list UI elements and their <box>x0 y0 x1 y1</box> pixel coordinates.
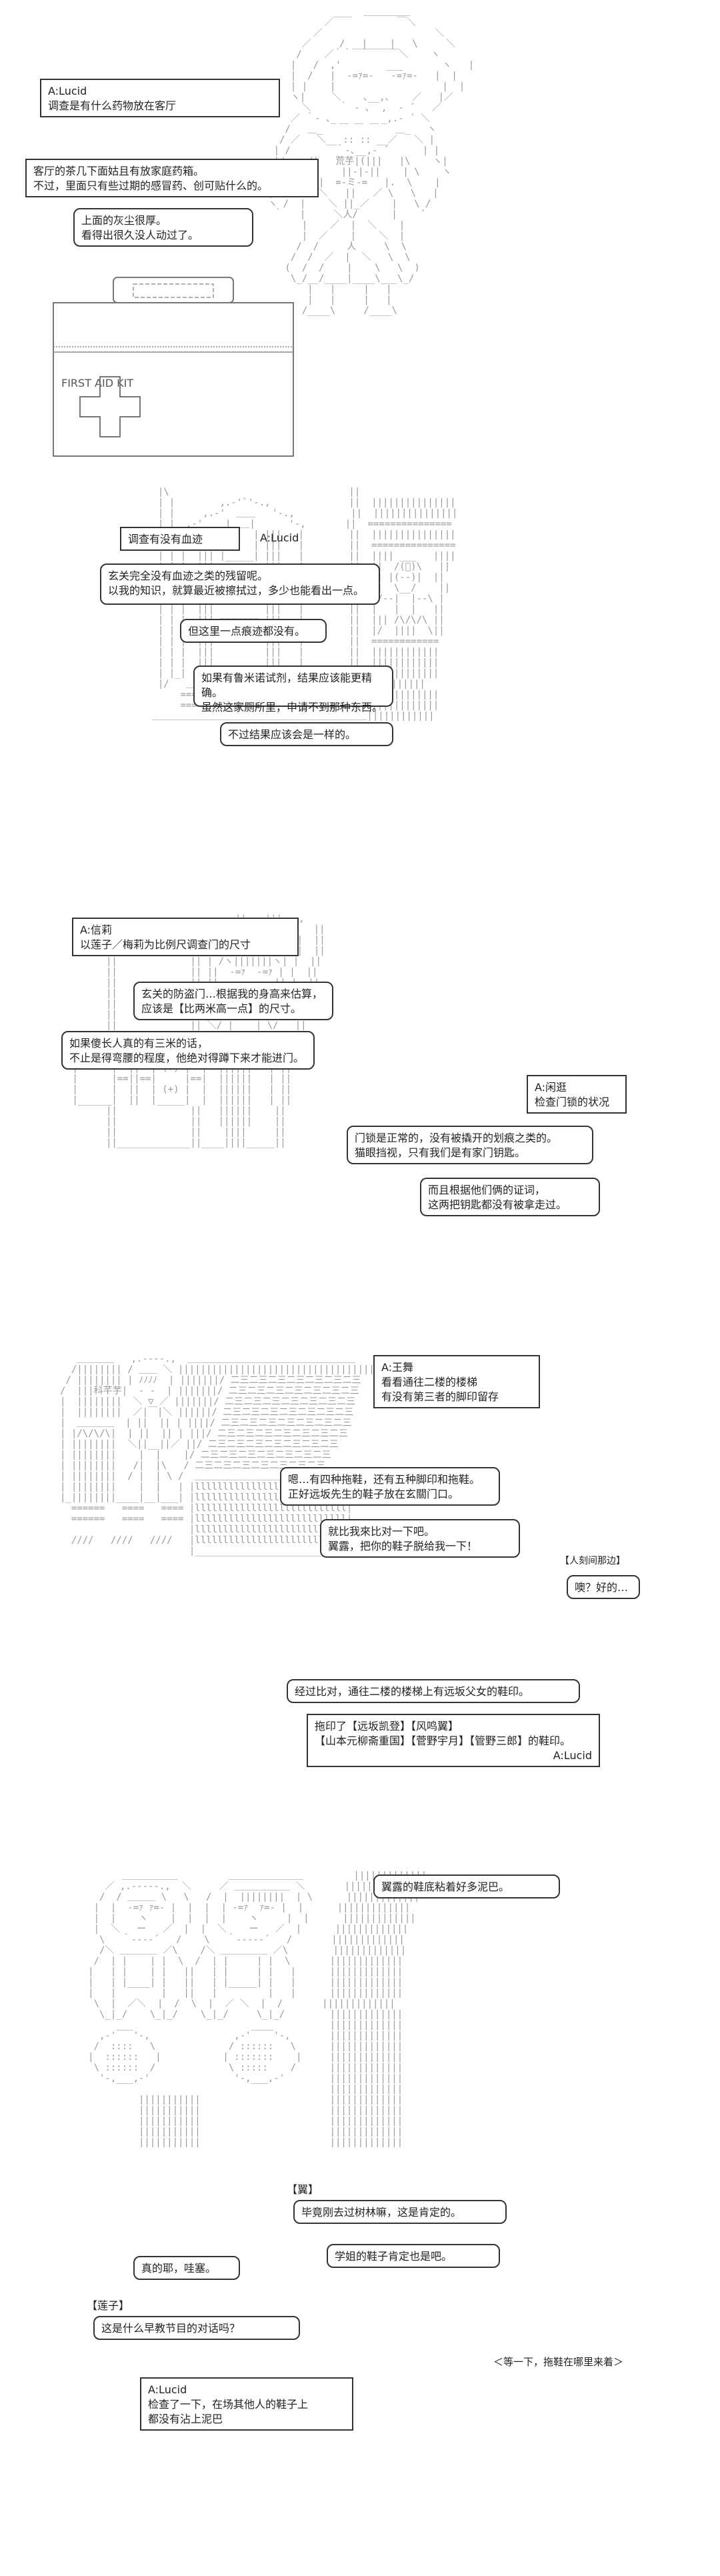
action-tag: A:闲逛 <box>535 1081 567 1094</box>
narration-box: A:闲逛 检查门锁的状况 <box>527 1075 627 1114</box>
speech-bubble: 门锁是正常的，没有被撬开的划痕之类的。 猫眼挡视，只有我们是有家门钥匙。 <box>347 1126 593 1164</box>
speech-bubble: 上面的灰尘很厚。 看得出很久没人动过了。 <box>73 208 253 247</box>
speech-bubble: 而且根据他们俩的证词， 这两把钥匙都没有被拿走过。 <box>420 1178 600 1216</box>
speech-line: 不过，里面只有些过期的感冒药、创可贴什么的。 <box>33 179 269 192</box>
speech-text: 学姐的鞋子肯定也是吧。 <box>335 2250 453 2263</box>
speech-line: 正好远坂先生的鞋子放在玄關门口。 <box>288 1488 459 1500</box>
speech-line: 玄关的防盗门…根据我的身高来估算， <box>141 988 323 1000</box>
speech-line: 看得出很久没人动过了。 <box>81 229 199 241</box>
speech-text: 但这里一点痕迹都没有。 <box>188 625 306 637</box>
speech-bubble: 如果有鲁米诺试剂，结果应该能更精确。 虽然这家厕所里，申请不到那种东西。 <box>193 666 393 714</box>
speech-bubble: 玄关的防盗门…根据我的身高来估算， 应该是【比两米高一点】的尺寸。 <box>133 982 333 1020</box>
speech-text: 这是什么早教节目的对话吗？ <box>101 2322 241 2335</box>
speech-bubble: 真的耶，哇塞。 <box>133 2256 240 2280</box>
narration-text: 调查有没有血迹 <box>128 533 203 545</box>
narration-text: 调查是有什么药物放在客厅 <box>48 99 177 112</box>
action-tag: A:信莉 <box>80 924 113 936</box>
narration-box: 调查有没有血迹 <box>120 527 240 551</box>
narration-line: 都没有沾上泥巴 <box>148 2413 223 2425</box>
panel-1: ＿＿＿＿＿ ／￣￣ ￣＼ ／ ＼ ／ / | | \ ＼ / ／｀｀￣￣￣￣￣＼… <box>0 0 720 507</box>
narration-line: 有没有第三者的脚印留存 <box>381 1390 499 1403</box>
narration-box: A:Lucid 检查了一下，在场其他人的鞋子上 都没有沾上泥巴 <box>140 2377 353 2431</box>
panel-5: ＿＿＿＿＿＿ ＿＿＿＿＿＿＿＿ ||||||||||||| ／ ,.-‐‐‐-.… <box>0 1850 720 2571</box>
speech-bubble: 学姐的鞋子肯定也是吧。 <box>327 2244 500 2268</box>
action-tag: A:Lucid <box>148 2383 187 2396</box>
speech-line: 猫眼挡视，只有我们是有家门钥匙。 <box>355 1146 526 1159</box>
speech-bubble: 就比我來比对一下吧。 翼露，把你的鞋子脱给我一下！ <box>320 1519 520 1558</box>
speech-line: 如果傻长人真的有三米的话， <box>69 1037 209 1050</box>
narration-text: 以莲子／梅莉为比例尺调查门的尺寸 <box>80 938 251 951</box>
speech-line: 以我的知识，就算最近被擦拭过，多少也能看出一点。 <box>108 584 365 597</box>
speech-bubble: 毕竟刚去过树林嘛，这是肯定的。 <box>293 2200 507 2224</box>
narration-line: 检查了一下，在场其他人的鞋子上 <box>148 2398 309 2411</box>
aa-art-characters-and-shoes: ＿＿＿＿＿＿ ＿＿＿＿＿＿＿＿ ||||||||||||| ／ ,.-‐‐‐-.… <box>88 1870 427 2148</box>
speaker-tag: 【莲子】 <box>87 2299 130 2312</box>
panel-3: ,.-‐''￣￣'''‐-., || || / ＿＿＿＿＿ ＼ || || ||… <box>0 900 720 1274</box>
speech-line: 上面的灰尘很厚。 <box>81 214 167 227</box>
speaker-tag: 【人刻间那边】 <box>560 1556 625 1566</box>
speech-box: 客厅的茶几下面姑且有放家庭药箱。 不过，里面只有些过期的感冒药、创可贴什么的。 <box>25 159 319 197</box>
speech-text: 真的耶，哇塞。 <box>141 2262 217 2275</box>
speech-line: 不止是得弯腰的程度，他绝对得蹲下来才能进门。 <box>69 1052 305 1064</box>
panel-2: |\ || | | ,.-'`'-., || ||||||||||||||| |… <box>0 480 720 840</box>
speech-text: ＜等一下，拖鞋在哪里来着＞ <box>493 2356 624 2368</box>
speech-bubble: 翼露的鞋底粘着好多泥巴。 <box>373 1874 560 1898</box>
narration-line: 看看通往二楼的楼梯 <box>381 1376 478 1388</box>
speech-bubble: 嗯…有四种拖鞋，还有五种脚印和拖鞋。 正好远坂先生的鞋子放在玄關门口。 <box>280 1467 500 1506</box>
narration-line: 拖印了【远坂凯登】【风鸣翼】 <box>315 1720 459 1732</box>
narration-text: 经过比对，通往二楼的楼梯上有远坂父女的鞋印。 <box>295 1685 530 1698</box>
kit-label: FIRST AID KIT <box>61 377 133 389</box>
speech-line: 如果有鲁米诺试剂，结果应该能更精确。 <box>201 672 373 699</box>
speech-line: 玄关完全没有血迹之类的残留呢。 <box>108 569 269 582</box>
speech-text: 噢？好的… <box>575 1581 629 1594</box>
first-aid-kit-drawing: FIRST AID KIT <box>53 277 294 457</box>
speech-line: 客厅的茶几下面姑且有放家庭药箱。 <box>33 165 205 177</box>
narration-box: 拖印了【远坂凯登】【风鸣翼】 【山本元柳斋重国】【菅野宇月】【管野三郎】的鞋印。… <box>307 1714 600 1767</box>
action-tag: A:王舞 <box>381 1361 414 1374</box>
speech-text: 不过结果应该会是一样的。 <box>228 728 357 741</box>
narration-line: 【山本元柳斋重国】【菅野宇月】【管野三郎】的鞋印。 <box>315 1734 571 1747</box>
speech-line: 翼露，把你的鞋子脱给我一下！ <box>328 1540 478 1552</box>
speech-line: 应该是【比两米高一点】的尺寸。 <box>141 1002 302 1015</box>
speech-line: 而且根据他们俩的证词， <box>428 1184 546 1196</box>
narration-box: 经过比对，通往二楼的楼梯上有远坂父女的鞋印。 <box>287 1679 580 1703</box>
speech-bubble: 玄关完全没有血迹之类的残留呢。 以我的知识，就算最近被擦拭过，多少也能看出一点。 <box>100 563 380 605</box>
narration-text: 检查门锁的状况 <box>535 1096 610 1108</box>
speech-line: 虽然这家厕所里，申请不到那种东西。 <box>201 701 383 714</box>
speech-bubble: 噢？好的… <box>567 1575 640 1599</box>
narration-box: A:信莉 以莲子／梅莉为比例尺调查门的尺寸 <box>72 918 299 956</box>
aa-art-character: ＿＿＿＿＿ ／￣￣ ￣＼ ／ ＼ ／ / | | \ ＼ / ／｀｀￣￣￣￣￣＼… <box>268 7 475 316</box>
panel-4: ＿＿＿＿ ,.-‐‐-., ＿＿＿＿＿＿＿＿＿＿＿＿＿＿＿＿＿＿ /||||||… <box>0 1340 720 1800</box>
aa-art-staircase-scene: ＿＿＿＿ ,.-‐‐-., ＿＿＿＿＿＿＿＿＿＿＿＿＿＿＿＿＿＿ /||||||… <box>60 1354 386 1556</box>
speech-line: 就比我來比对一下吧。 <box>328 1525 435 1538</box>
narration-box: A:Lucid 调查是有什么药物放在客厅 <box>40 79 280 117</box>
action-tag: A:Lucid <box>260 531 299 544</box>
speech-text: 翼露的鞋底粘着好多泥巴。 <box>381 1880 510 1893</box>
action-tag: A:Lucid <box>553 1749 592 1762</box>
speaker-tag: 【翼】 <box>287 2183 319 2196</box>
speech-line: 这两把钥匙都没有被拿走过。 <box>428 1198 567 1211</box>
speech-bubble: 但这里一点痕迹都没有。 <box>180 619 327 643</box>
speech-bubble: 不过结果应该会是一样的。 <box>220 722 393 746</box>
speech-bubble: 这是什么早教节目的对话吗？ <box>93 2316 300 2340</box>
speech-line: 嗯…有四种拖鞋，还有五种脚印和拖鞋。 <box>288 1473 481 1486</box>
action-tag: A:Lucid <box>48 85 87 97</box>
speech-line: 门锁是正常的，没有被撬开的划痕之类的。 <box>355 1132 558 1144</box>
speech-text: 毕竟刚去过树林嘛，这是肯定的。 <box>301 2206 462 2219</box>
narration-box: A:王舞 看看通往二楼的楼梯 有没有第三者的脚印留存 <box>373 1355 540 1408</box>
speech-bubble: 如果傻长人真的有三米的话， 不止是得弯腰的程度，他绝对得蹲下来才能进门。 <box>61 1031 315 1070</box>
